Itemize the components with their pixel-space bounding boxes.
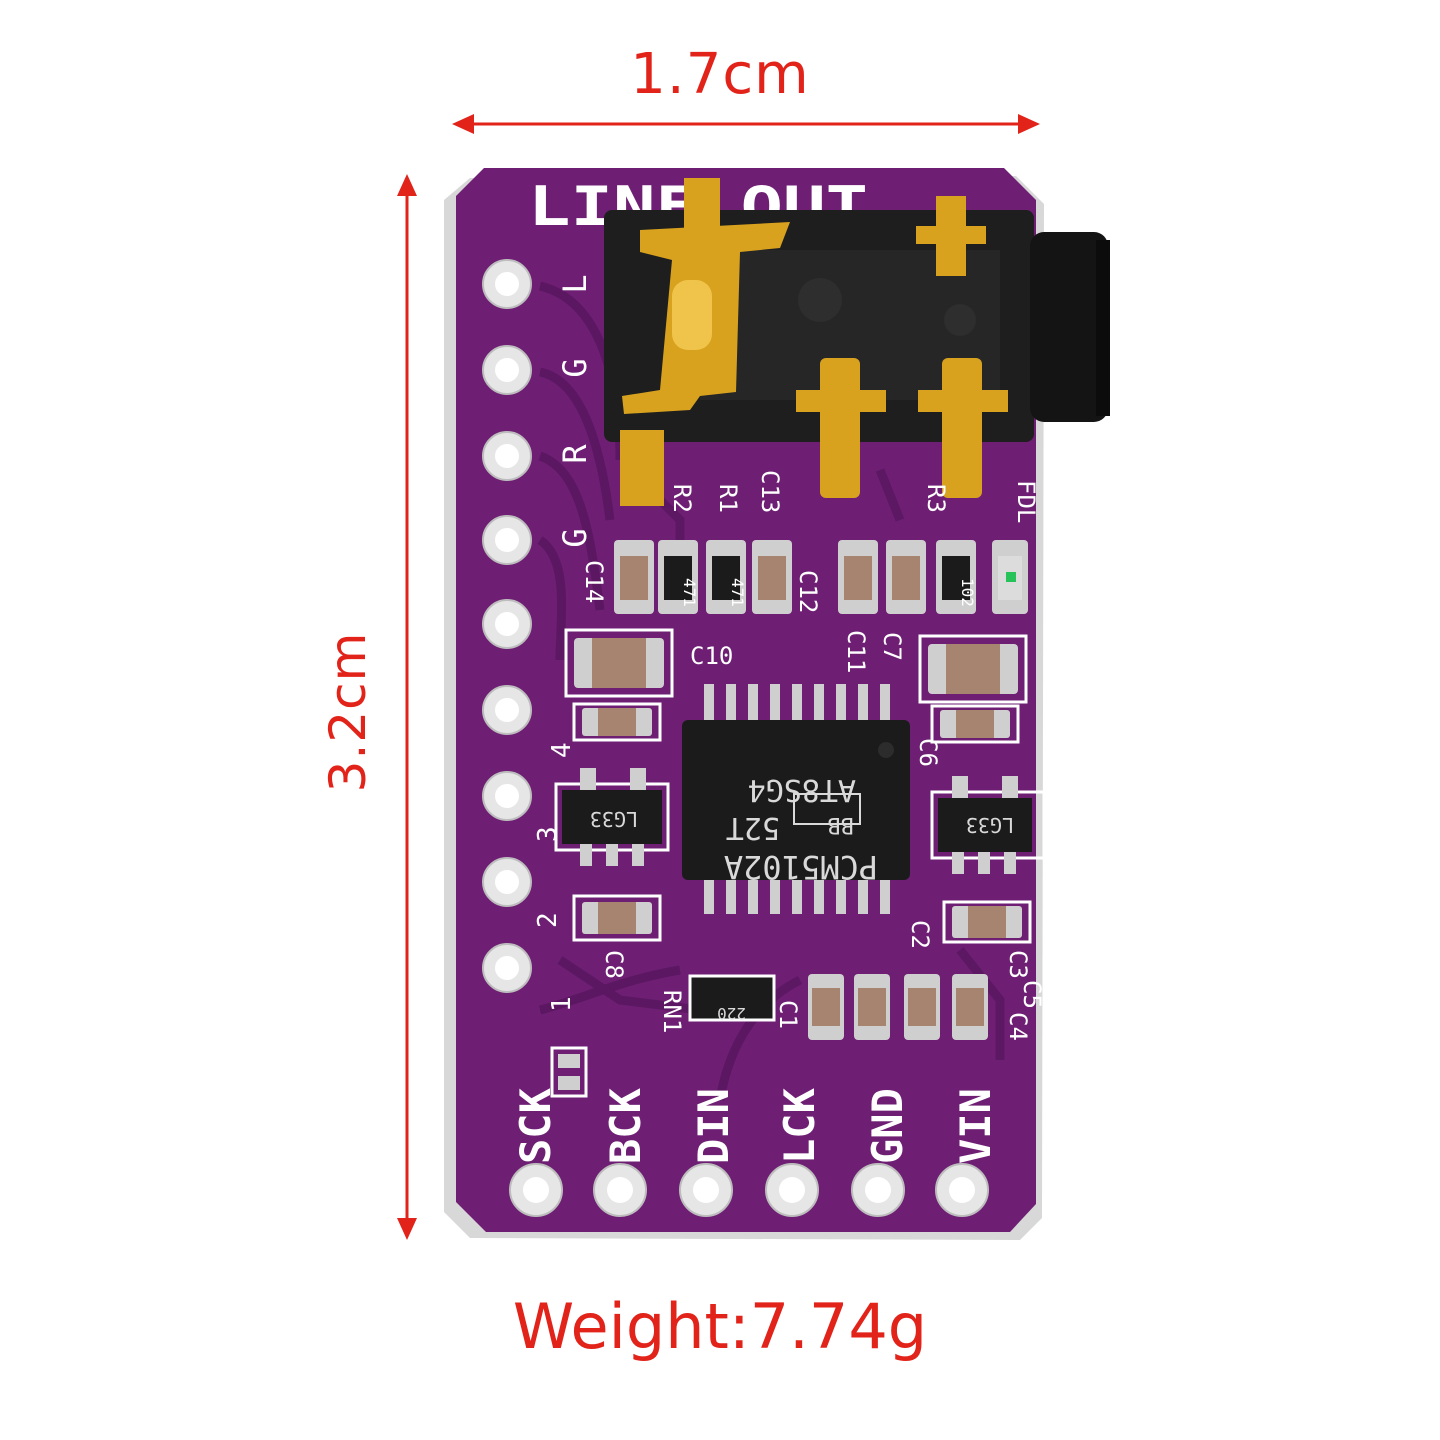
label-c11: C11 <box>842 630 870 673</box>
label-r1: R1 <box>714 484 742 513</box>
regulator-left-label: LG33 <box>590 807 638 831</box>
resistor-network: 220 <box>688 974 776 1023</box>
label-c10: C10 <box>690 642 733 670</box>
label-c7: C7 <box>878 632 906 661</box>
resistor-code-r3: 102 <box>958 578 977 607</box>
side-pin-label-r: R <box>556 444 594 464</box>
regulator-right-label: LG33 <box>966 813 1014 837</box>
label-c12: C12 <box>794 570 822 613</box>
label-c2: C2 <box>906 920 934 949</box>
weight-label: Weight:7.74g <box>512 1290 928 1363</box>
bottom-pin-label-bck: BCK <box>601 1087 650 1164</box>
label-fdl: FDL <box>1012 480 1040 523</box>
label-c4: C4 <box>1004 1012 1032 1041</box>
chip-marking-line2: 52T <box>726 810 780 845</box>
jumper-number-2: 2 <box>533 912 563 928</box>
resistor-network-code: 220 <box>717 1004 746 1023</box>
width-dimension-label: 1.7cm <box>630 42 810 107</box>
capacitors-large <box>564 628 1032 944</box>
jumper-number-4: 4 <box>547 742 577 758</box>
dac-chip: AT8SG4 52T BB PCM5102A <box>682 684 910 914</box>
bottom-pin-label-din: DIN <box>689 1088 738 1164</box>
audio-jack <box>604 178 1110 506</box>
side-pin-label-g1: G <box>556 358 594 377</box>
side-pin-label-g2: G <box>556 528 594 547</box>
resistor-code-r2: 471 <box>680 578 699 607</box>
label-c13: C13 <box>756 470 784 513</box>
passive-components-top <box>614 540 1028 614</box>
resistor-code-r1: 471 <box>728 578 747 607</box>
side-pin-holes <box>482 259 532 993</box>
chip-marking-line1: PCM5102A <box>724 848 878 886</box>
label-c1: C1 <box>774 1000 802 1029</box>
height-dimension-label: 3.2cm <box>319 631 377 793</box>
height-arrow <box>397 174 417 1240</box>
label-r2: R2 <box>668 484 696 513</box>
bottom-pin-label-vin: VIN <box>951 1088 1000 1164</box>
chip-marking-line3: AT8SG4 <box>748 772 856 807</box>
label-c8: C8 <box>600 950 628 979</box>
width-arrow <box>452 114 1040 134</box>
side-pin-label-l: L <box>556 274 594 293</box>
label-r3: R3 <box>922 484 950 513</box>
passive-components-bottom <box>808 974 988 1040</box>
label-c3: C3 <box>1004 950 1032 979</box>
resistor-network-label: RN1 <box>658 990 686 1033</box>
jumper-number-3: 3 <box>533 826 563 842</box>
label-c14: C14 <box>580 560 608 603</box>
bottom-pin-label-sck: SCK <box>511 1087 560 1164</box>
label-c5: C5 <box>1018 980 1046 1009</box>
bottom-pin-label-lck: LCK <box>775 1087 824 1164</box>
regulator-left: LG33 <box>554 768 670 866</box>
bottom-pin-label-gnd: GND <box>863 1088 912 1164</box>
bottom-pin-holes <box>509 1163 989 1217</box>
jumper-number-1: 1 <box>547 996 577 1012</box>
regulator-right: LG33 <box>930 776 1046 874</box>
